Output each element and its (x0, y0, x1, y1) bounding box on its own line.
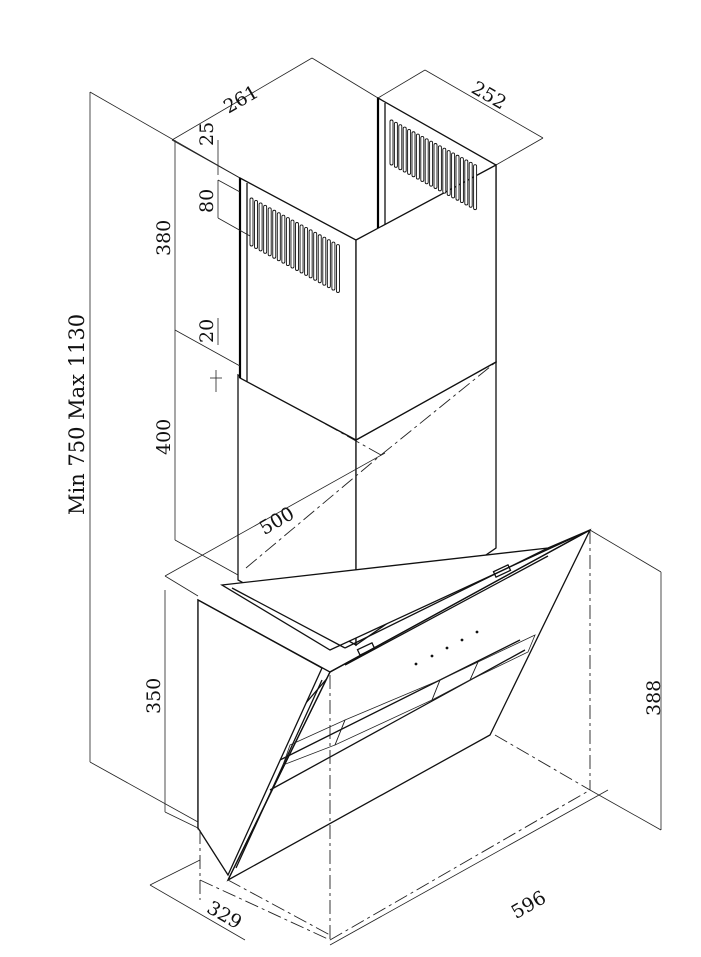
dim-chimney-depth: 252 (468, 77, 510, 114)
hood-side-body (197, 598, 323, 877)
dim-body-height: 350 (143, 678, 165, 714)
vent-slot (446, 150, 451, 197)
dim-lower-chimney-height: 400 (153, 419, 175, 455)
vent-slot (393, 121, 398, 168)
vent-slot (336, 244, 340, 294)
dim-glass-height: 388 (643, 680, 665, 716)
vent-slot (398, 124, 403, 171)
vent-slot (451, 152, 456, 199)
control-button-1 (414, 662, 418, 666)
vent-slot (313, 231, 318, 281)
vent-slot (442, 147, 447, 194)
vent-slot (295, 222, 299, 271)
vent-slot (267, 207, 272, 257)
dim-upper-chimney-height: 380 (153, 220, 175, 256)
vent-slot (429, 140, 434, 187)
vent-slot (317, 234, 322, 284)
hidden-lines (199, 530, 591, 941)
vent-slots-right (389, 119, 478, 211)
vent-slot (263, 204, 268, 254)
vent-slot (304, 226, 309, 276)
vent-slot (272, 209, 277, 259)
vent-slot (322, 236, 327, 286)
vent-slot (402, 126, 407, 173)
dim-chimney-width: 261 (220, 81, 262, 118)
vent-slots-left (249, 197, 340, 294)
vent-slot (459, 157, 464, 204)
vent-slot (437, 145, 442, 192)
vent-slot (468, 161, 473, 208)
vent-slot (285, 217, 290, 267)
dim-hood-width: 596 (508, 887, 550, 924)
vent-slot (281, 214, 286, 264)
control-button-2 (430, 654, 434, 658)
dim-top-gap: 25 (196, 122, 218, 146)
vent-slot (308, 229, 313, 279)
vent-slot (290, 219, 295, 269)
vent-slot (407, 128, 412, 175)
vent-slot (276, 212, 281, 262)
vent-slot (420, 135, 425, 182)
vent-slot (326, 239, 331, 289)
vent-slot (254, 199, 259, 249)
dimension-lines (89, 57, 662, 946)
hood-canopy (197, 528, 592, 882)
vent-slot (415, 133, 420, 180)
vent-slot (389, 119, 394, 166)
dim-overlap: 20 (196, 319, 218, 343)
vent-slot (433, 143, 438, 189)
dim-vent-offset: 80 (196, 189, 218, 213)
vent-slot (464, 159, 469, 206)
vent-slot (411, 131, 416, 178)
mounting-brackets (356, 564, 512, 656)
control-button-3 (445, 646, 449, 650)
vent-slot (473, 164, 478, 211)
vent-slot (455, 154, 460, 201)
vent-slot (299, 224, 304, 274)
control-buttons (414, 630, 479, 666)
vent-slot (331, 241, 336, 291)
vent-slot (424, 138, 429, 185)
vent-slot (258, 202, 263, 252)
vent-slot (249, 197, 254, 247)
control-button-5 (475, 630, 479, 634)
control-button-4 (460, 638, 464, 642)
dim-total-height: Min 750 Max 1130 (65, 314, 89, 515)
